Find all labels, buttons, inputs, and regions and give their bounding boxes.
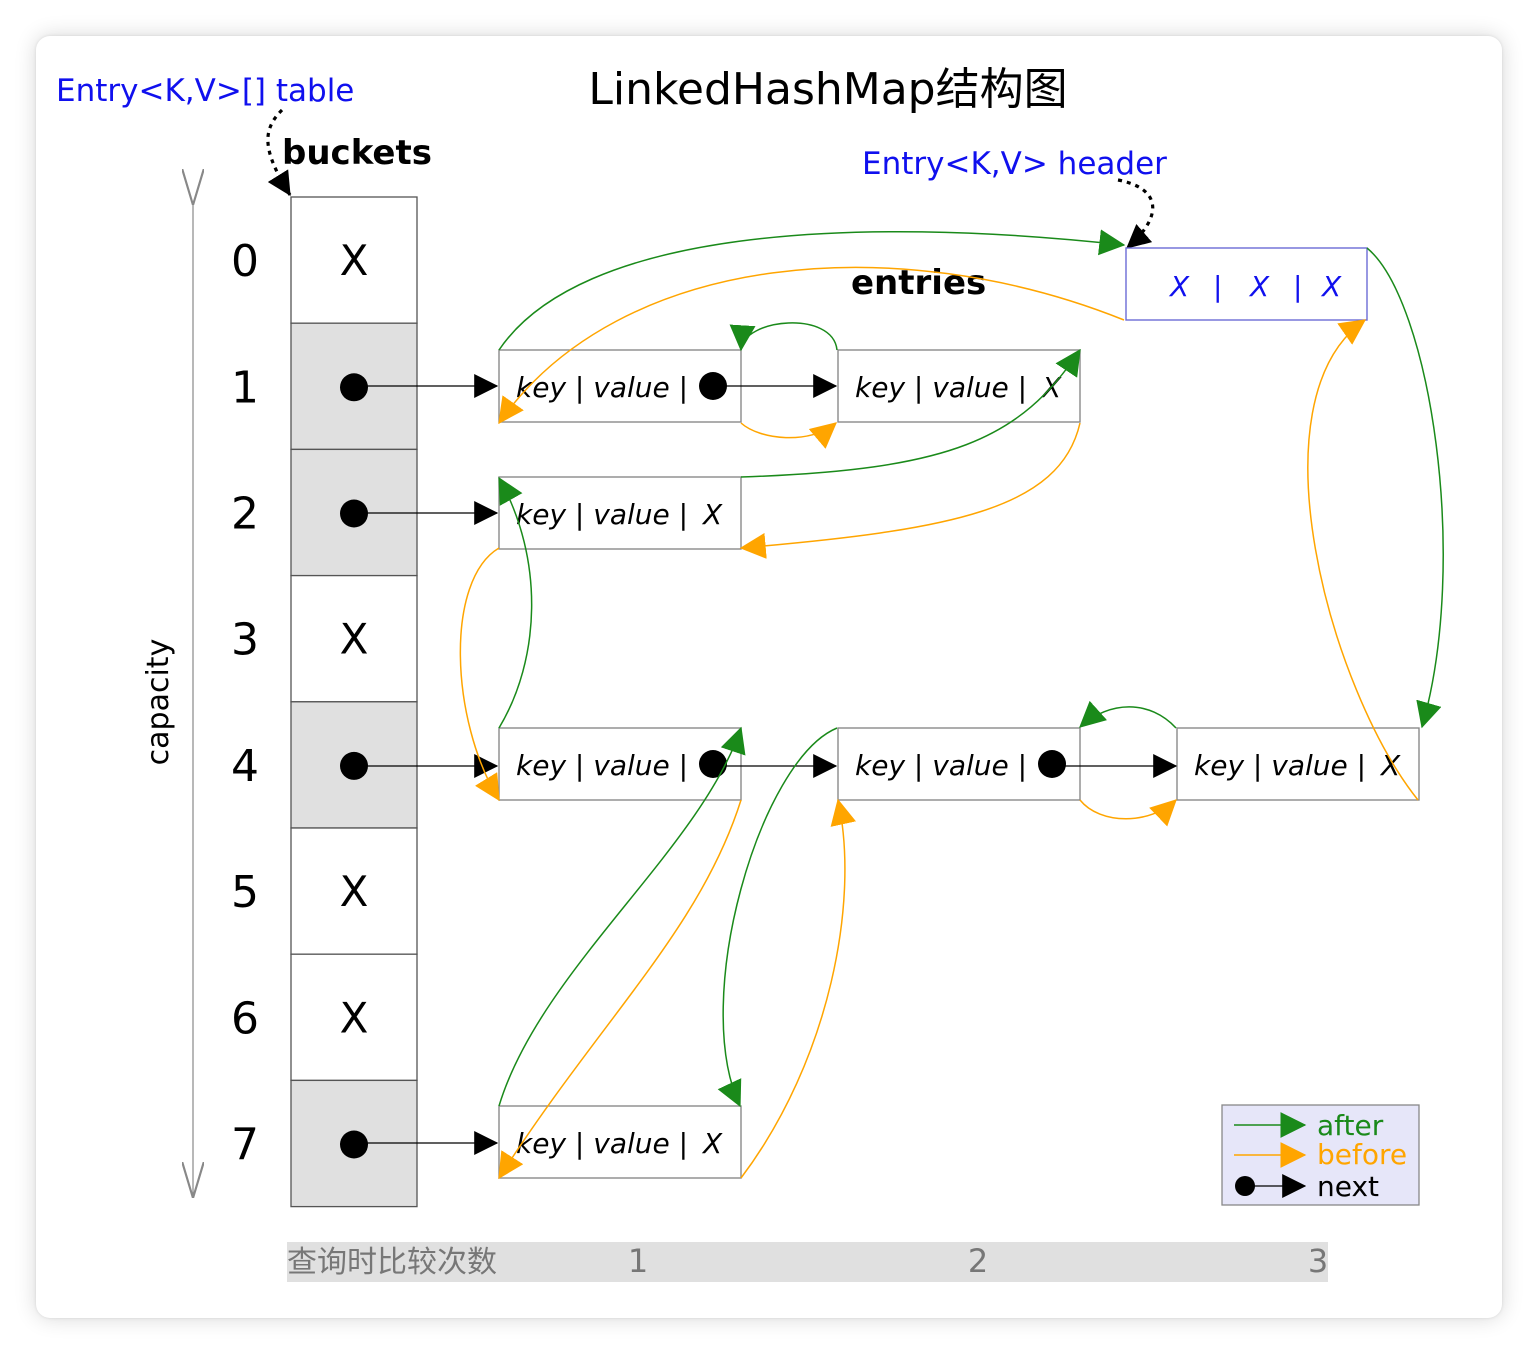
before-link-6 (498, 799, 742, 1180)
entries-label: entries (851, 263, 986, 303)
after-link-1 (498, 229, 1126, 351)
legend-before-label: before (1317, 1138, 1407, 1171)
table-pointer-arrow (266, 108, 292, 197)
bucket-pointer-dot-4 (340, 751, 368, 780)
before-link-4 (739, 422, 1081, 559)
bucket-3 (290, 574, 418, 703)
table-pointer-label: Entry<K,V>[] table (56, 73, 354, 109)
before-link-5 (459, 547, 500, 802)
before-link-1 (498, 266, 1125, 425)
bucket-index-7: 7 (231, 1120, 259, 1171)
after-link-6 (498, 726, 746, 1107)
bucket-index-4: 4 (231, 741, 259, 792)
buckets-label: buckets (282, 133, 432, 173)
bucket-null-5: X (340, 867, 369, 916)
entry-node-4: key | value | (837, 727, 1081, 801)
bucket-index-0: 0 (231, 236, 259, 287)
header-sep-2: | (1293, 270, 1302, 303)
bucket-index-5: 5 (231, 867, 259, 918)
before-link-3 (740, 422, 837, 449)
entry-node-6: key | value | X (498, 1105, 742, 1179)
entry-node-5: key | value | X (1176, 727, 1420, 801)
capacity-label: capacity (141, 639, 176, 766)
entry-key-value-label: key | value | (855, 749, 1027, 782)
legend-after-label: after (1317, 1109, 1384, 1142)
entry-next-null: X (1379, 749, 1401, 782)
entry-key-value-label: key | value | (855, 371, 1027, 404)
bucket-index-1: 1 (231, 362, 259, 413)
bucket-pointer-dot-2 (340, 499, 368, 528)
entry-key-value-label: key | value | (516, 371, 688, 404)
after-links (498, 229, 1444, 1108)
bucket-0 (290, 196, 418, 324)
entry-key-value-label: key | value | (516, 498, 688, 531)
after-link-8 (1079, 700, 1177, 729)
comparison-tick-1: 1 (628, 1242, 648, 1280)
header-before-x: X (1168, 270, 1190, 303)
entry-node-1: key | value |X (837, 349, 1081, 423)
header-after-x: X (1320, 270, 1342, 303)
comparison-tick-3: 3 (1308, 1242, 1328, 1280)
bucket-index-6: 6 (231, 993, 259, 1044)
header-middle-x: X (1248, 270, 1270, 303)
comparison-axis-label: 查询时比较次数 (287, 1245, 497, 1280)
entry-key-value-label: key | value | (516, 1127, 688, 1160)
bucket-null-3: X (340, 615, 369, 664)
bucket-index-2: 2 (231, 489, 259, 540)
after-link-7 (717, 727, 838, 1108)
diagram-title: LinkedHashMap结构图 (588, 64, 1067, 115)
header-entry: X | X | X (1125, 247, 1368, 321)
entry-next-dot (1038, 750, 1066, 778)
entry-node-3: key | value | (498, 727, 742, 801)
after-link-5 (498, 476, 533, 729)
after-link-3 (729, 322, 838, 352)
comparison-tick-2: 2 (968, 1242, 988, 1280)
before-links (459, 266, 1419, 1180)
header-pointer-label: Entry<K,V> header (862, 146, 1167, 182)
after-link-4 (740, 348, 1081, 478)
entry-next-null: X (701, 498, 723, 531)
entry-next-null: X (701, 1127, 723, 1160)
bucket-pointer-dot-7 (340, 1130, 368, 1159)
entry-next-dot (699, 750, 727, 778)
bucket-null-0: X (340, 236, 369, 285)
after-link-2 (1366, 247, 1444, 729)
before-link-7 (740, 798, 856, 1179)
legend: after before next (1221, 1104, 1420, 1206)
header-pointer-arrow (1117, 178, 1155, 250)
before-link-2 (1307, 319, 1419, 801)
next-pointers (355, 374, 1178, 1155)
header-sep-1: | (1213, 270, 1222, 303)
entry-key-value-label: key | value | (1194, 749, 1366, 782)
legend-next-label: next (1317, 1170, 1379, 1203)
entry-node-2: key | value | X (498, 476, 742, 550)
entry-key-value-label: key | value | (516, 749, 688, 782)
bucket-null-6: X (340, 993, 369, 1042)
entry-node-0: key | value | (498, 349, 742, 423)
comparison-axis: 查询时比较次数 1 2 3 (287, 1242, 1328, 1282)
bucket-index-3: 3 (231, 615, 259, 666)
bucket-pointer-dot-1 (340, 373, 368, 402)
before-link-8 (1079, 799, 1177, 827)
